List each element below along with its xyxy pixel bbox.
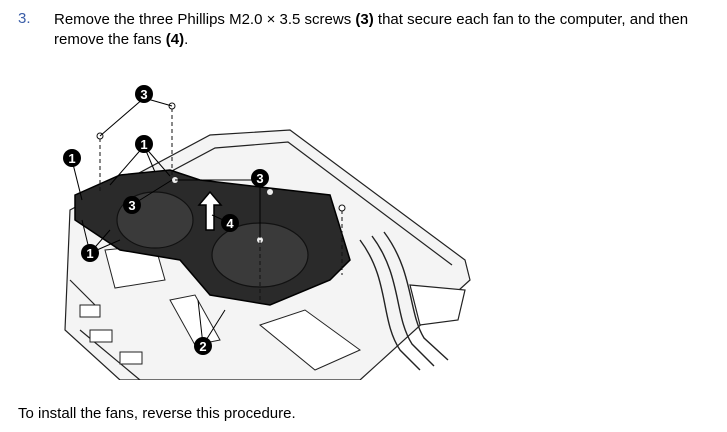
lift-arrow	[197, 190, 223, 231]
callout-4: 4	[221, 214, 239, 232]
svg-text:1: 1	[86, 246, 93, 261]
step-instruction: Remove the three Phillips M2.0 × 3.5 scr…	[54, 10, 727, 50]
lower-components	[79, 244, 361, 371]
step-line2-pre: remove the fans	[54, 31, 166, 48]
step-number: 3.	[18, 10, 31, 27]
callout-3-left: 3	[123, 196, 141, 214]
callout-1-top: 1	[135, 135, 153, 153]
callout-2: 2	[194, 337, 212, 355]
callout-3-right: 3	[251, 169, 269, 187]
svg-text:4: 4	[226, 216, 234, 231]
svg-text:1: 1	[68, 151, 75, 166]
reinstall-note: To install the fans, reverse this proced…	[18, 405, 296, 422]
fan-removal-illustration: 3 1 1 3 3 4 1 2	[63, 85, 471, 380]
callout-3-top: 3	[135, 85, 153, 103]
svg-text:3: 3	[128, 198, 135, 213]
callout-1-left: 1	[63, 149, 81, 167]
callout-1-bottom: 1	[81, 244, 99, 262]
svg-text:2: 2	[199, 339, 206, 354]
svg-text:3: 3	[140, 87, 147, 102]
heat-pipes	[359, 231, 449, 371]
step-line1-post: that secure each fan to the computer, an…	[373, 11, 689, 28]
step-ref-screws: (3)	[355, 11, 374, 28]
svg-text:3: 3	[256, 171, 263, 186]
step-line2-post: .	[184, 31, 189, 48]
step-ref-fans: (4)	[165, 31, 185, 48]
step-line1-pre: Remove the three Phillips M2.0 × 3.5 scr…	[54, 11, 356, 28]
procedure-step: 3. Remove the three Phillips M2.0 × 3.5 …	[0, 0, 727, 60]
right-bracket	[409, 284, 466, 326]
svg-text:1: 1	[140, 137, 147, 152]
